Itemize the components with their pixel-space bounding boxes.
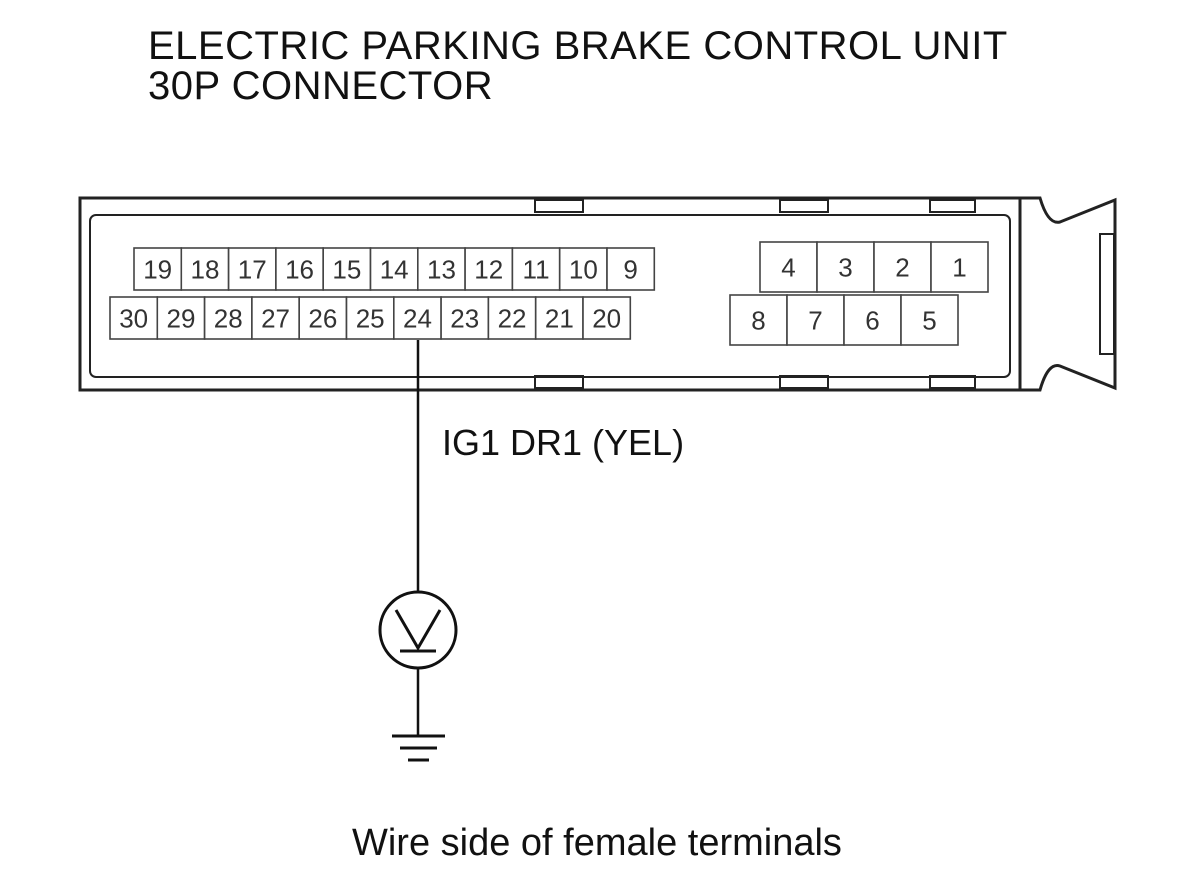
terminal-1: 1: [930, 241, 989, 293]
terminal-4: 4: [759, 241, 818, 293]
terminal-10: 10: [558, 247, 608, 291]
terminal-17: 17: [227, 247, 277, 291]
terminal-label: 26: [308, 303, 337, 333]
terminal-8: 8: [729, 294, 788, 346]
terminal-label: 13: [427, 254, 456, 284]
terminal-label: 15: [332, 254, 361, 284]
terminal-16: 16: [275, 247, 324, 291]
terminal-11: 11: [511, 247, 561, 291]
terminal-label: 21: [545, 303, 574, 333]
terminal-27: 27: [251, 296, 300, 340]
title-line-2: 30P CONNECTOR: [148, 64, 494, 108]
terminal-6: 6: [843, 294, 902, 346]
terminal-25: 25: [345, 296, 395, 340]
terminal-label: 17: [238, 254, 267, 284]
terminal-22: 22: [487, 296, 537, 340]
terminal-label: 8: [751, 305, 765, 335]
terminal-label: 18: [190, 254, 219, 284]
terminal-28: 28: [203, 296, 253, 340]
terminal-29: 29: [156, 296, 206, 340]
terminal-label: 23: [450, 303, 479, 333]
terminal-label: 19: [143, 254, 172, 284]
terminal-label: 7: [808, 305, 822, 335]
terminal-label: 5: [922, 305, 936, 335]
terminal-label: 27: [261, 303, 290, 333]
terminal-3: 3: [816, 241, 875, 293]
ground-icon: [392, 734, 445, 762]
terminal-label: 29: [166, 303, 195, 333]
terminal-label: 24: [403, 303, 432, 333]
terminal-label: 12: [474, 254, 503, 284]
terminal-label: 14: [380, 254, 409, 284]
terminal-row-left-top: 19 18 17 16 15 14 13 12 11 10 9: [133, 247, 656, 291]
terminal-label: 9: [623, 254, 637, 284]
title-line-1: ELECTRIC PARKING BRAKE CONTROL UNIT: [148, 24, 1008, 68]
terminal-row-left-bottom: 30 29 28 27 26 25 24 23 22 21 20: [109, 296, 632, 340]
terminal-14: 14: [369, 247, 419, 291]
terminal-label: 28: [214, 303, 243, 333]
terminal-label: 3: [838, 252, 852, 282]
voltmeter-icon: [378, 590, 458, 670]
terminal-label: 20: [592, 303, 621, 333]
terminal-label: 1: [952, 252, 966, 282]
terminal-7: 7: [786, 294, 845, 346]
diagram-caption: Wire side of female terminals: [352, 822, 842, 864]
terminal-row-right-top: 4 3 2 1: [759, 241, 989, 293]
terminal-26: 26: [298, 296, 348, 340]
terminal-5: 5: [900, 294, 959, 346]
terminal-20: 20: [582, 296, 632, 340]
terminal-30: 30: [109, 296, 159, 340]
terminal-18: 18: [180, 247, 230, 291]
terminal-15: 15: [322, 247, 372, 291]
wire-label: IG1 DR1 (YEL): [442, 422, 684, 463]
diagram-title: ELECTRIC PARKING BRAKE CONTROL UNIT 30P …: [148, 26, 1008, 106]
terminal-label: 2: [895, 252, 909, 282]
terminal-23: 23: [440, 296, 490, 340]
terminal-label: 22: [498, 303, 527, 333]
terminal-label: 10: [569, 254, 598, 284]
terminal-label: 11: [523, 254, 550, 284]
terminal-label: 4: [781, 252, 795, 282]
terminal-21: 21: [534, 296, 584, 340]
terminal-2: 2: [873, 241, 932, 293]
terminal-row-right-bottom: 8 7 6 5: [729, 294, 959, 346]
terminal-19: 19: [133, 247, 183, 291]
terminal-12: 12: [464, 247, 514, 291]
terminal-label: 30: [119, 303, 148, 333]
terminal-label: 25: [356, 303, 385, 333]
terminal-24: 24: [392, 296, 442, 340]
terminal-label: 16: [285, 254, 314, 284]
terminal-9: 9: [606, 247, 656, 291]
terminal-label: 6: [865, 305, 879, 335]
terminal-13: 13: [416, 247, 466, 291]
connector-housing: [78, 196, 1117, 392]
